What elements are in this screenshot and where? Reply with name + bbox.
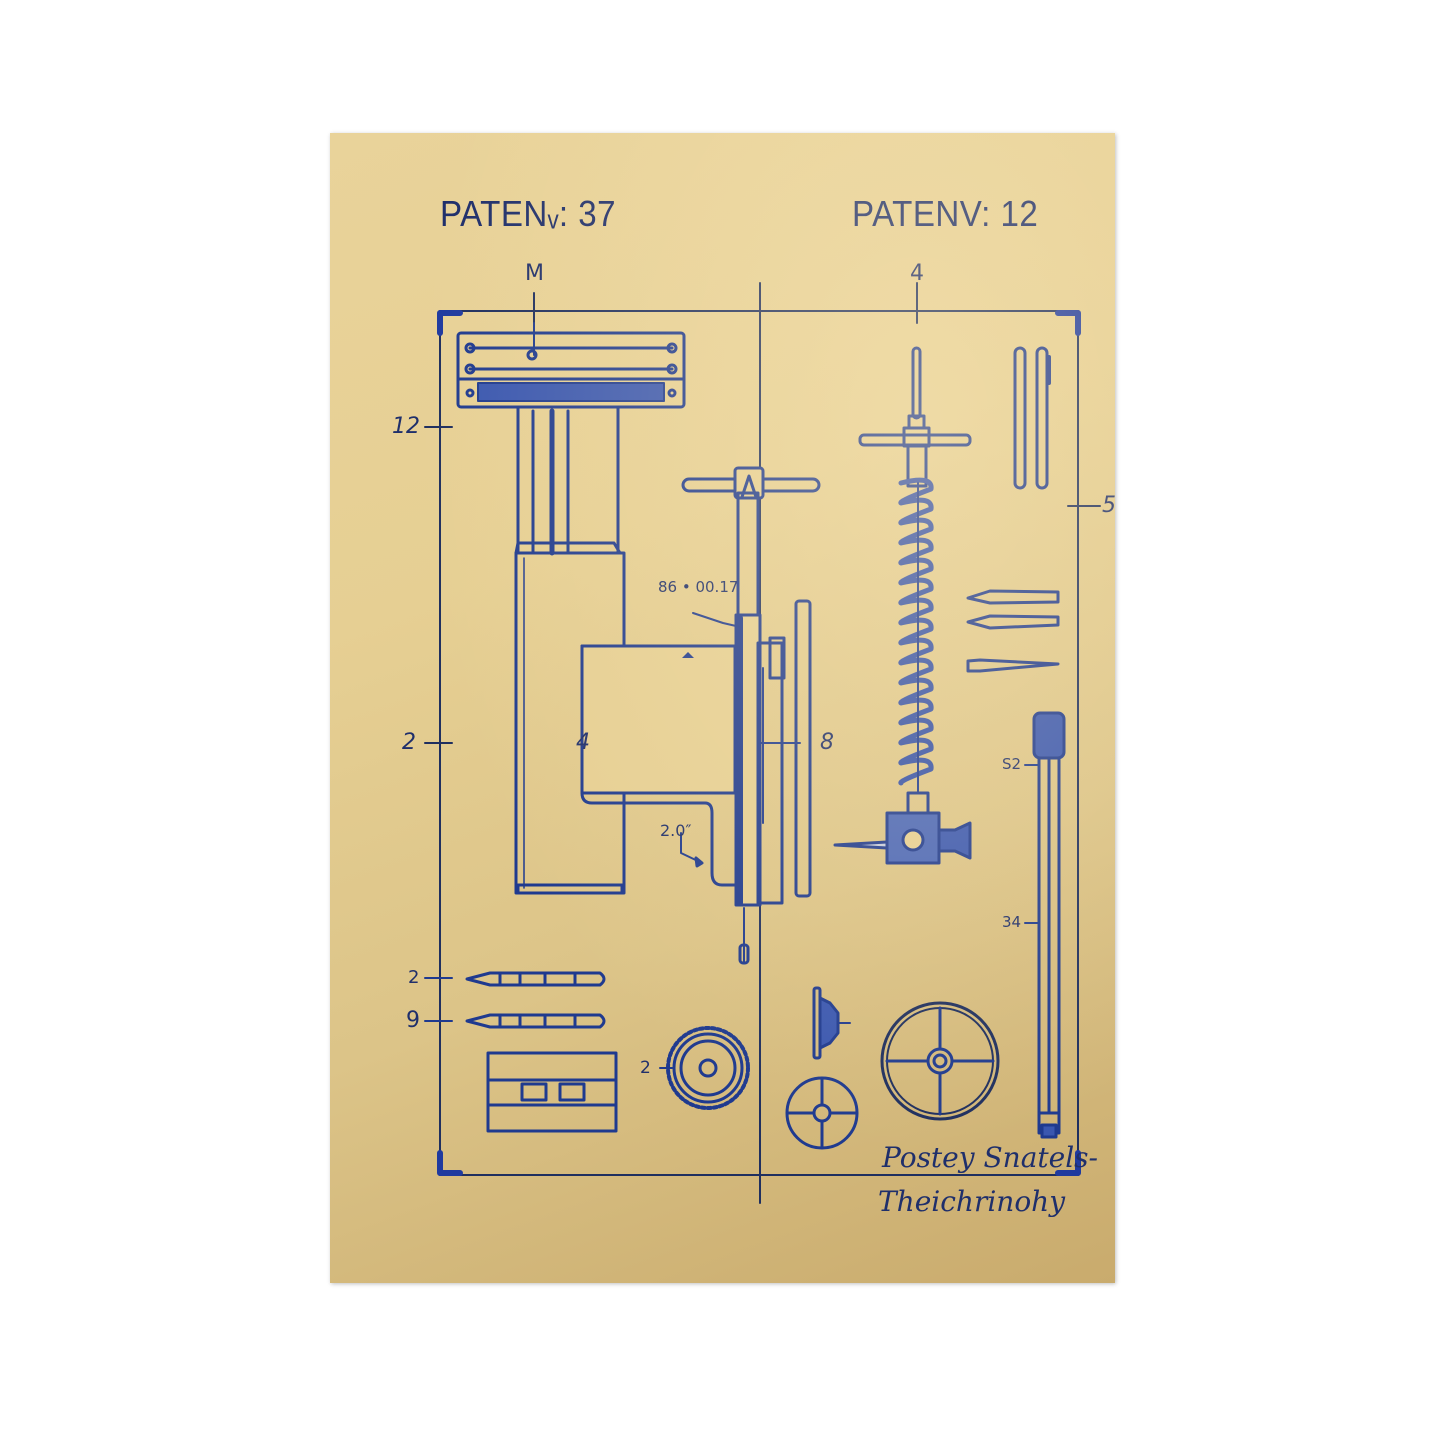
callout-label-4-top: 4 (910, 261, 924, 286)
vertical-column (514, 405, 626, 895)
patent-drawing (424, 282, 1101, 1204)
dimension-label-2-0: 2.0″ (660, 821, 692, 840)
callout-label-4-housing: 4 (576, 730, 590, 755)
signature-line-2: Theichrinohy (878, 1185, 1066, 1218)
cog-wheel (659, 1026, 750, 1110)
callout-label-s2: S2 (1002, 755, 1022, 773)
callout-label-2-left: 2 (402, 730, 416, 755)
large-spoked-wheel (880, 1001, 1000, 1121)
long-rod-with-cap (1024, 711, 1066, 1139)
pair-of-pins (1013, 346, 1051, 490)
t-handle-rod (680, 466, 821, 965)
rectangular-plate (486, 1051, 618, 1133)
signature-line-1: Postey Snatels- (882, 1141, 1098, 1174)
patent-number-left: PATENᵥ: 37 (440, 193, 616, 234)
callout-label-9: 9 (406, 1008, 420, 1033)
patent-number-right: PATENV: 12 (852, 193, 1039, 234)
callout-label-2-nib: 2 (408, 967, 420, 988)
coil-spring-assembly (833, 346, 972, 865)
mounting-plate (456, 322, 686, 409)
callout-label-5: 5 (1102, 493, 1115, 518)
callout-label-8: 8 (820, 730, 834, 755)
callout-label-34: 34 (1002, 913, 1022, 931)
tapered-bits (966, 589, 1060, 673)
patent-poster: PATENᵥ: 37 PATENV: 12 M 4 12 2 2 9 4 8 5… (330, 133, 1115, 1283)
callout-label-2-cog: 2 (640, 1058, 651, 1078)
pointed-nibs (424, 971, 606, 1029)
callout-label-m: M (525, 261, 544, 286)
cylinder-housing (580, 644, 737, 887)
frame-corners (437, 310, 1081, 1176)
dimension-label-86: 86 • 00.17 (658, 578, 739, 596)
small-spoked-wheel (785, 1076, 859, 1150)
small-cone-fitting (812, 986, 851, 1060)
callout-label-12: 12 (392, 414, 420, 439)
